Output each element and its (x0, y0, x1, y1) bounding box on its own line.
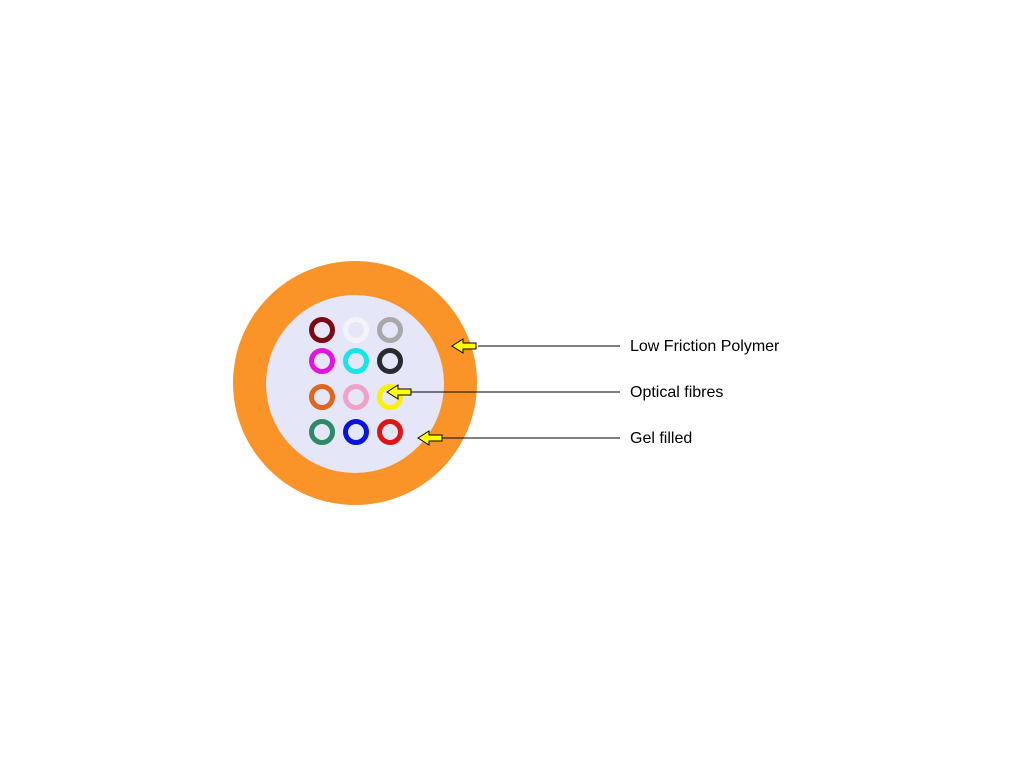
fibre-orange (309, 384, 335, 410)
arrow-gel-icon (417, 430, 443, 446)
fibre-grey (377, 317, 403, 343)
fibre-green (309, 419, 335, 445)
label-low-friction-polymer: Low Friction Polymer (630, 338, 780, 355)
label-gel-filled: Gel filled (630, 430, 693, 447)
fibre-brown (309, 317, 335, 343)
fibre-group (309, 317, 403, 445)
fibre-black (377, 348, 403, 374)
label-optical-fibres: Optical fibres (630, 384, 724, 401)
fibre-yellow (377, 384, 403, 410)
arrow-fibres-icon (386, 384, 412, 400)
fibre-red (377, 419, 403, 445)
fibre-violet (309, 348, 335, 374)
fibre-white (343, 317, 369, 343)
fibre-rose (343, 384, 369, 410)
arrow-polymer-icon (451, 338, 477, 354)
fibre-aqua (343, 348, 369, 374)
fibre-blue (343, 419, 369, 445)
